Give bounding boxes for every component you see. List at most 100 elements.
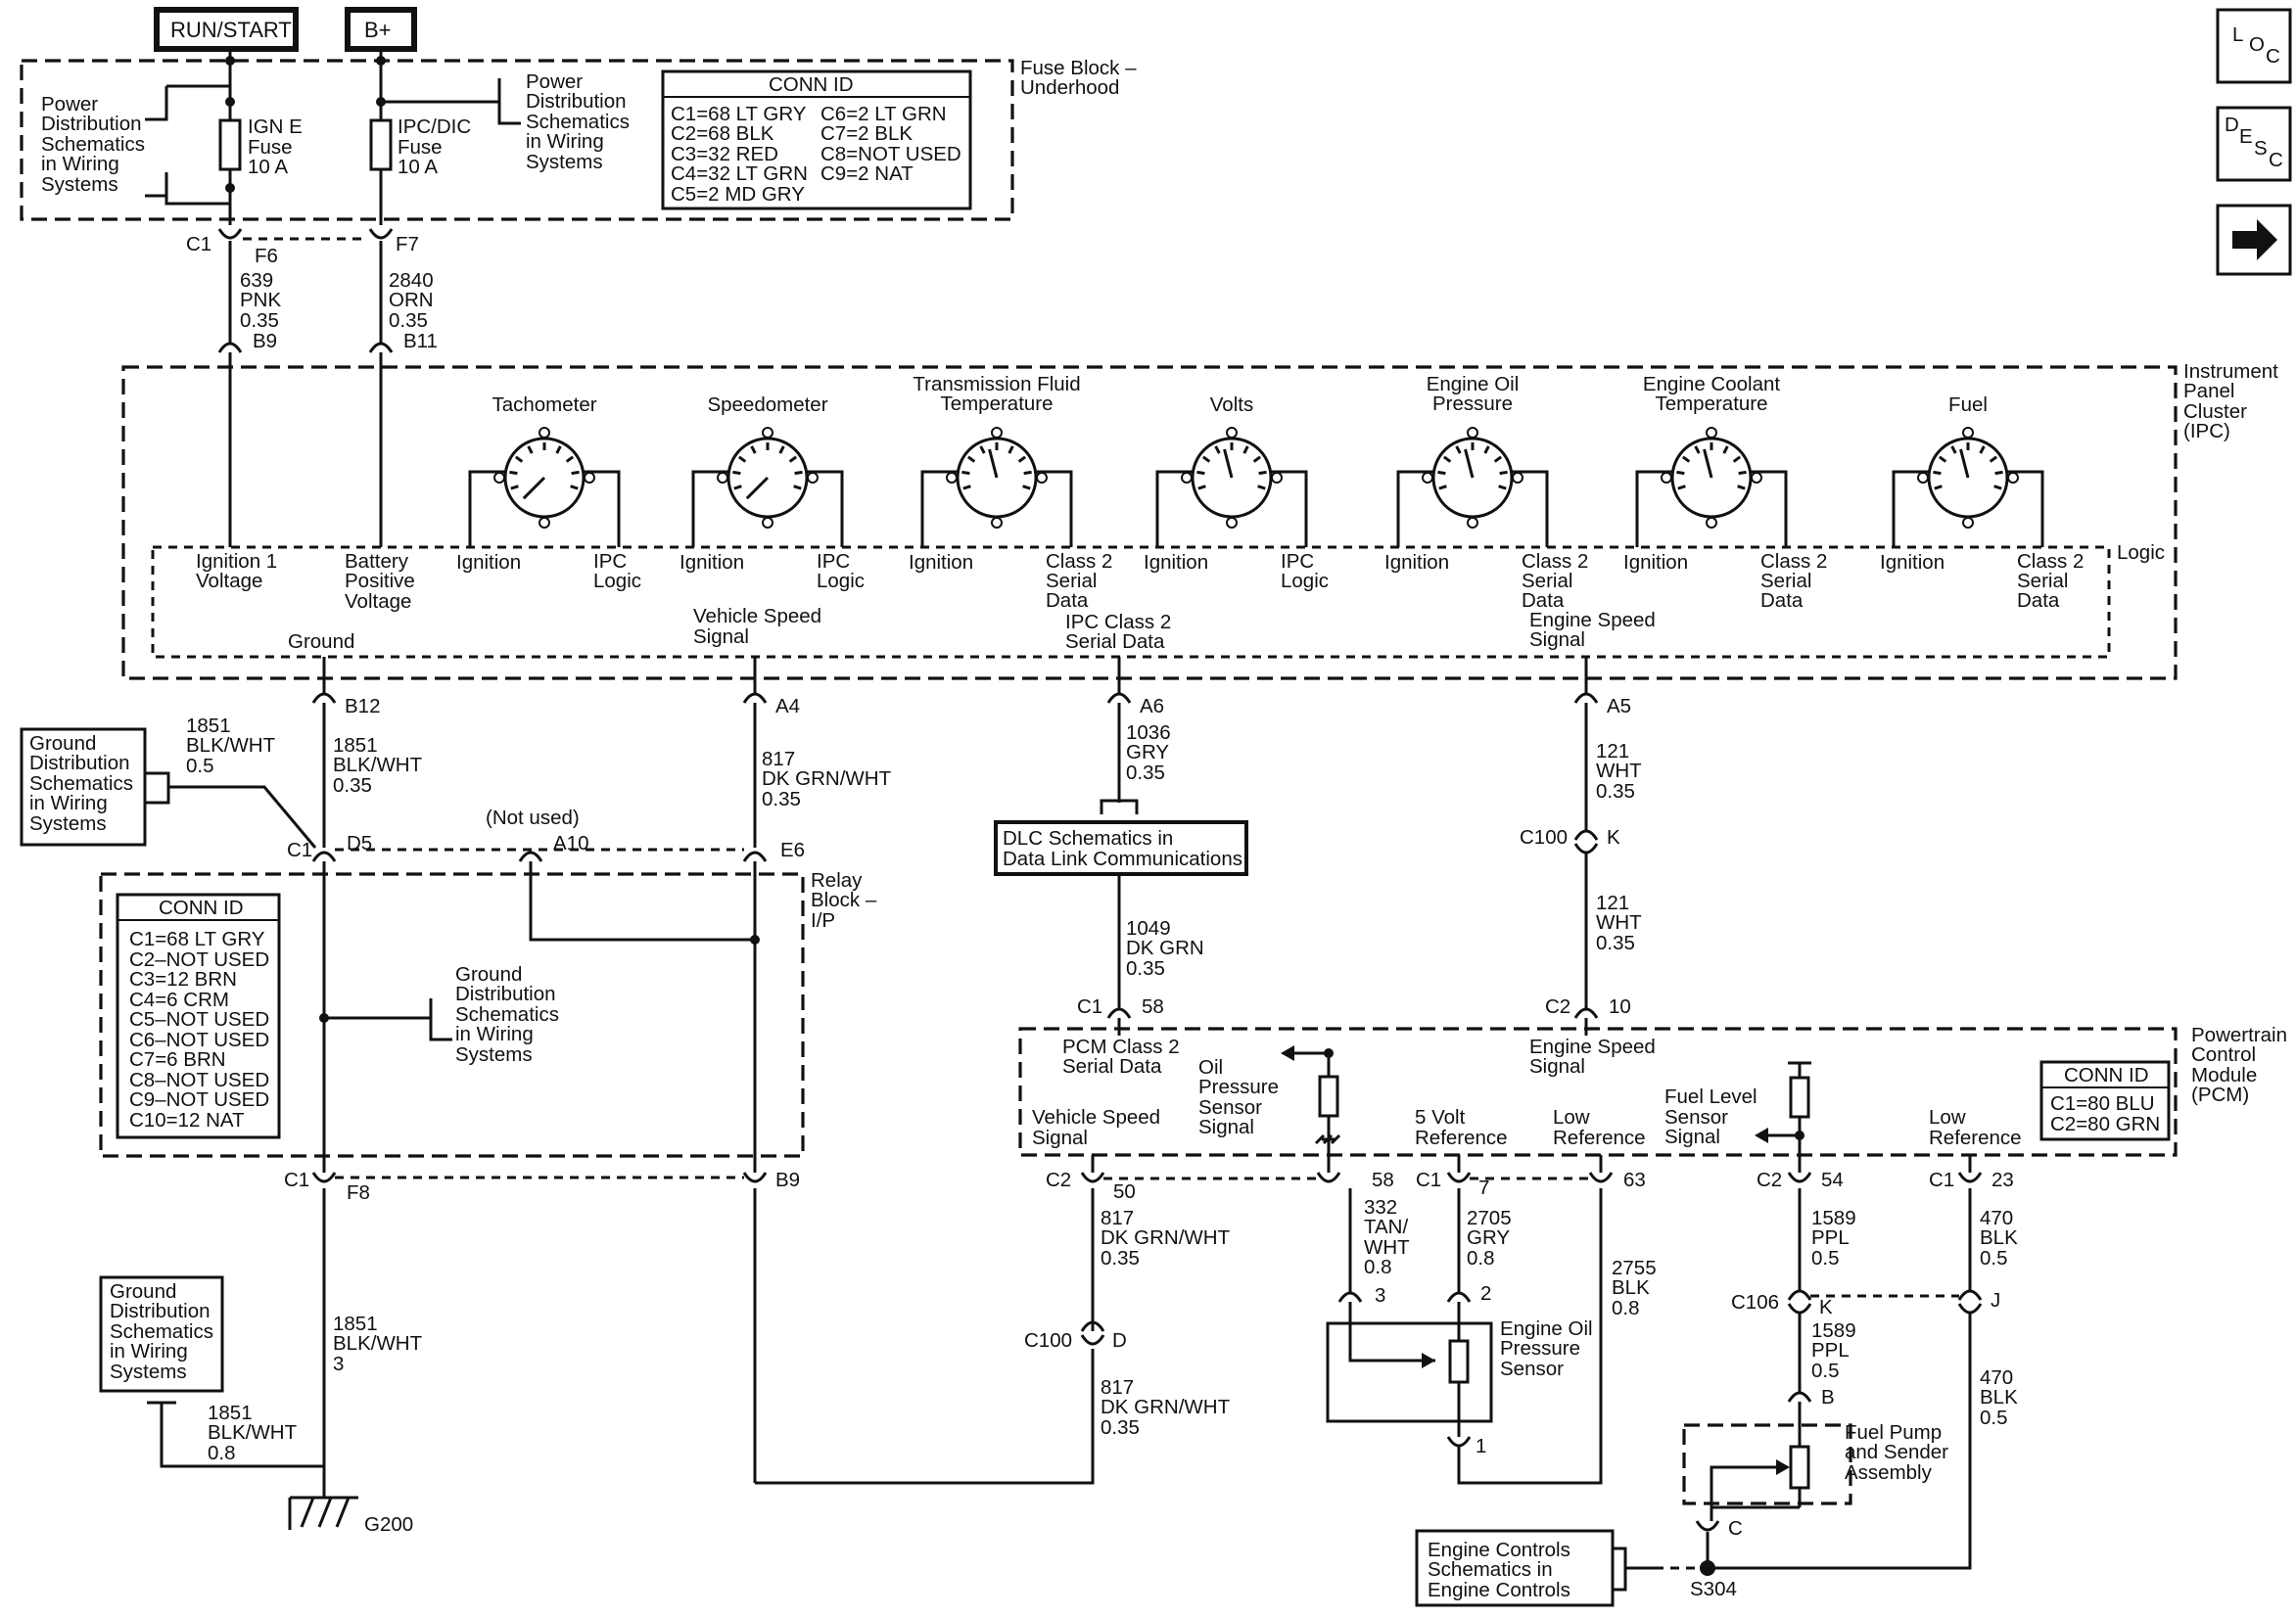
gauge-needle: [988, 448, 999, 479]
pcm-fuel-resistor: [1789, 1076, 1810, 1119]
gauge-name-label: Volts: [1210, 393, 1253, 416]
c106-pin-j-label: J: [1991, 1289, 2000, 1312]
desc-letter-d: D: [2225, 114, 2239, 136]
gauge-tick: [1437, 470, 1446, 476]
oil-sensor-label: Engine Oil Pressure Sensor: [1500, 1317, 1598, 1380]
ground-dist-note-lower: Ground Distribution Schematics in Wiring…: [110, 1280, 219, 1383]
g200-label: G200: [364, 1513, 413, 1536]
gauge-tick: [555, 445, 562, 454]
engine-controls-bracket: [1613, 1547, 1655, 1592]
gauge-tick: [1681, 455, 1691, 463]
fuel-pin-c-label: C: [1728, 1517, 1743, 1540]
pcm-internal-ground-icon: [1314, 1133, 1341, 1145]
gauge-frame: [1155, 470, 1308, 547]
gauge-tick: [1242, 445, 1249, 454]
relay-conn-id-title: CONN ID: [159, 897, 244, 919]
pullup-arrow-icon: [1281, 1045, 1294, 1061]
pin-f6-label: F6: [255, 245, 278, 267]
gauge-ignition-label: Ignition: [1384, 551, 1449, 574]
relay-bottom-connectors: [311, 1172, 768, 1183]
gauge-tick: [1934, 485, 1943, 490]
gauge-frame: [1396, 470, 1549, 547]
gauge-ignition-label: Ignition: [909, 551, 973, 574]
wire-470-upper-label: 470 BLK 0.5: [1980, 1207, 2023, 1270]
pcm-pin-10-label: 10: [1609, 995, 1631, 1018]
pcm-pin-63-label: 63: [1623, 1169, 1646, 1191]
gauge-tick: [1007, 445, 1014, 454]
loc-button-frame[interactable]: [2216, 8, 2292, 84]
ground-note-bracket-upper: [145, 771, 317, 849]
wire-121-lower-label: 121 WHT 0.35: [1596, 892, 1647, 954]
oil-sensor-resistor: [1448, 1339, 1470, 1384]
c106-label: C106: [1731, 1291, 1779, 1314]
loc-button[interactable]: L O C: [2216, 8, 2292, 84]
gauge-tick: [570, 485, 579, 490]
pcm-pin-58-label: 58: [1142, 995, 1164, 1018]
gauge-terminal: [991, 517, 1003, 529]
wire-470-blk-lower: [1708, 1314, 1972, 1570]
gauge-tick: [509, 470, 518, 476]
splice-dot: [1795, 1131, 1804, 1140]
gauge-tick: [732, 470, 741, 476]
gauge-tick: [778, 445, 785, 454]
gauge-terminal: [1226, 517, 1238, 529]
c100-label: C100: [1520, 826, 1568, 849]
pcm-conn-id-title: CONN ID: [2064, 1064, 2149, 1086]
logic-label: Logic: [2117, 541, 2165, 564]
desc-button[interactable]: D E S C: [2216, 106, 2292, 182]
wire-1589-upper-label: 1589 PPL 0.5: [1811, 1207, 1861, 1270]
desc-button-frame[interactable]: [2216, 106, 2292, 182]
pcm-pin-23-label: 23: [1991, 1169, 2014, 1191]
c100-d-connector: [1080, 1320, 1105, 1346]
gauge-needle: [522, 476, 546, 500]
ign-e-fuse-label: IGN E Fuse 10 A: [248, 116, 308, 178]
next-arrow-button[interactable]: [2216, 204, 2292, 276]
splice-dot: [225, 56, 235, 66]
pcm-5v-ref-label: 5 Volt Reference: [1415, 1106, 1508, 1149]
pcm-c1a-label: C1: [1416, 1169, 1441, 1191]
gauge-tick: [1499, 470, 1508, 476]
wire-2755-label: 2755 BLK 0.8: [1612, 1257, 1662, 1319]
power-dist-note-left: Power Distribution Schematics in Wiring …: [41, 93, 151, 196]
ground-g200-symbol: [288, 1496, 358, 1530]
run-start-box: [154, 7, 299, 52]
pcm-c1-label: C1: [1077, 995, 1102, 1018]
pcm-c1b-label: C1: [1929, 1169, 1954, 1191]
dlc-reference-box: [994, 820, 1248, 876]
relay-c1b-label: C1: [284, 1169, 309, 1191]
engine-controls-ref-text: Engine Controls Schematics in Engine Con…: [1428, 1539, 1576, 1601]
oil-sensor-signal-path: [1348, 1302, 1435, 1363]
ipc-class2-label: IPC Class 2 Serial Data: [1065, 611, 1177, 653]
c100-pin-d-label: D: [1112, 1329, 1127, 1352]
gauge-tick: [737, 455, 747, 463]
gauge-tick: [1738, 470, 1747, 476]
gauge-terminal: [539, 517, 550, 529]
oil-pin-2-label: 2: [1480, 1282, 1491, 1305]
gauge-terminal: [1962, 427, 1974, 439]
ipc-dic-fuse-symbol: [369, 118, 393, 171]
splice-dot: [750, 935, 760, 945]
gauge-frame: [1892, 470, 2044, 547]
s304-label: S304: [1690, 1578, 1737, 1600]
splice-dot: [225, 183, 235, 193]
gauge-ignition-label: Ignition: [456, 551, 521, 574]
ipc-label: Instrument Panel Cluster (IPC): [2183, 360, 2284, 442]
gauge-tick: [1442, 455, 1452, 463]
wire-2755-blk: [1457, 1188, 1603, 1485]
ignition1-voltage-label: Ignition 1 Voltage: [196, 550, 283, 592]
pcm-pin-58b-label: 58: [1372, 1169, 1394, 1191]
ground-note-bracket-relay: [324, 998, 452, 1041]
arrow-right-icon[interactable]: [2232, 219, 2277, 260]
gauge-tick: [788, 455, 798, 463]
gauge-ignition-label: Ignition: [1144, 551, 1208, 574]
connector-f7-symbol: [368, 228, 394, 240]
pin-e6-label: E6: [780, 839, 805, 861]
b-plus-label: B+: [364, 18, 392, 42]
connector-b11-symbol: [368, 342, 394, 353]
power-note-bracket-left: [145, 84, 230, 206]
gauge-needle: [1223, 448, 1234, 479]
loc-letter-o: O: [2249, 33, 2265, 56]
